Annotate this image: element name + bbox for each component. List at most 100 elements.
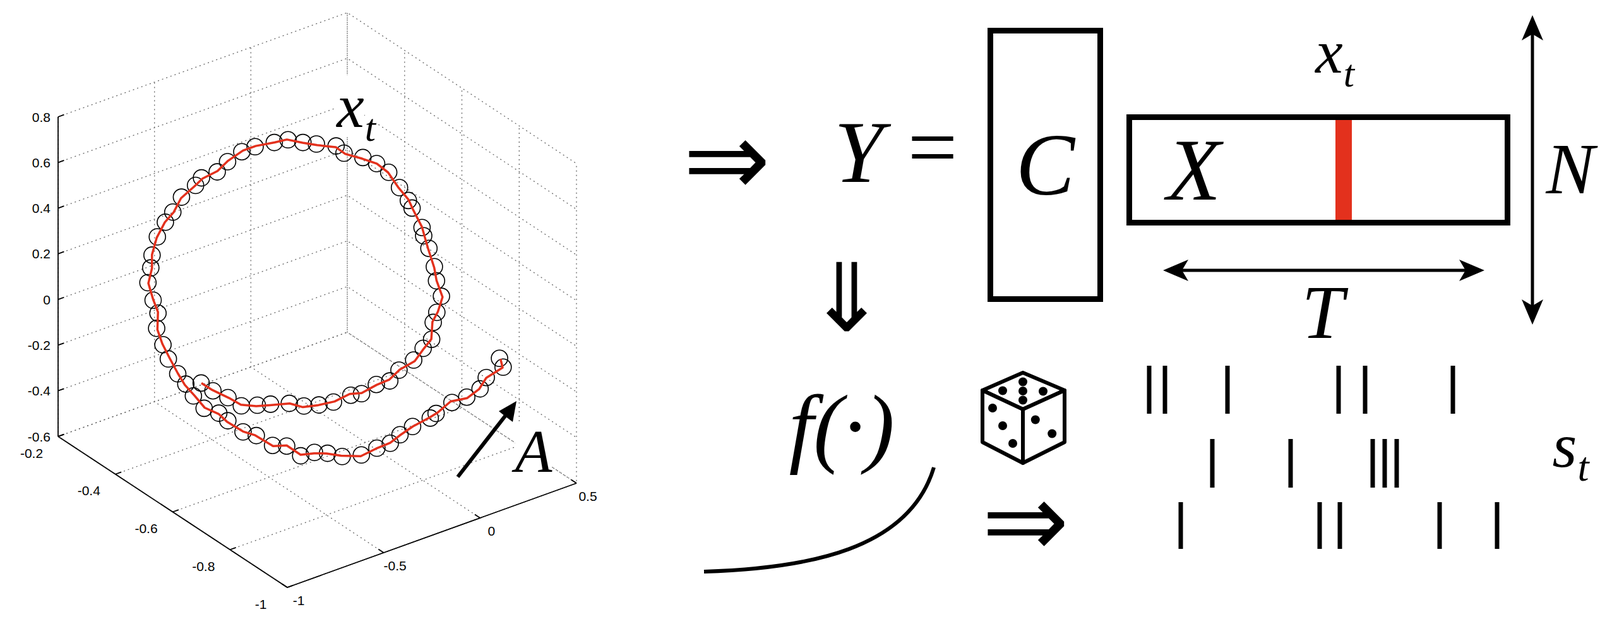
matrix-symbol: Y xyxy=(834,107,884,197)
axis-tick-label: -0.4 xyxy=(77,483,101,497)
axis-tick-label: -0.4 xyxy=(27,383,51,398)
implies-arrow: ⇒ xyxy=(981,468,1069,573)
dice-pip xyxy=(1018,395,1028,405)
spike xyxy=(1363,365,1368,414)
tick-mark xyxy=(58,297,64,300)
equals-sign: = xyxy=(907,102,958,192)
x-grid-line xyxy=(58,12,348,437)
z-grid-line xyxy=(58,58,577,209)
spike xyxy=(1178,501,1184,549)
tick-mark xyxy=(173,509,179,512)
axis-tick-label: 0 xyxy=(42,292,51,307)
tick-mark xyxy=(474,514,480,518)
dice-pip xyxy=(1018,386,1028,396)
matrix-symbol: C xyxy=(1015,120,1075,209)
x-grid-line xyxy=(287,163,577,588)
neuron-count-arrow xyxy=(1531,31,1535,309)
axis-tick-label: -0.8 xyxy=(191,559,215,573)
dimension-label: N xyxy=(1546,132,1595,206)
y-grid-line xyxy=(154,82,384,553)
spike xyxy=(1337,501,1343,549)
z-grid-line xyxy=(58,149,577,301)
spike xyxy=(1437,501,1443,549)
spike xyxy=(1495,501,1500,549)
axis-tick-label: 0.2 xyxy=(32,246,51,261)
spike xyxy=(1370,438,1376,488)
time-slice-bar xyxy=(1335,119,1352,220)
tick-mark xyxy=(58,160,64,163)
spike xyxy=(1288,438,1294,488)
axis-tick-label: -1 xyxy=(292,593,305,607)
dice-pip xyxy=(1038,387,1048,396)
tick-mark xyxy=(58,434,64,437)
axis-tick-label: 0.8 xyxy=(32,110,51,124)
tick-mark xyxy=(58,251,64,254)
axis-tick-label: -0.2 xyxy=(20,446,43,460)
tick-mark xyxy=(571,479,577,484)
subscript: t xyxy=(1577,446,1590,488)
spike xyxy=(1317,501,1323,549)
arrow-head xyxy=(1521,15,1544,41)
tick-mark xyxy=(282,584,288,588)
arrow-head xyxy=(1163,259,1189,281)
dice-icon xyxy=(982,372,1065,463)
arrow-head xyxy=(1459,259,1485,281)
spike xyxy=(1394,438,1400,488)
matrix-x-box: X xyxy=(1126,114,1511,226)
grid-lines xyxy=(58,12,577,588)
dice-pip xyxy=(998,386,1008,396)
x-axis-line xyxy=(58,436,288,588)
tick-mark xyxy=(58,205,64,208)
tick-mark xyxy=(58,342,64,345)
state-symbol: x xyxy=(336,75,365,138)
z-axis-line xyxy=(57,116,59,437)
dice-pip xyxy=(1008,438,1018,448)
nonlinearity-symbol: f(·) xyxy=(788,382,895,471)
dice-pip xyxy=(988,403,998,413)
observation-circle xyxy=(443,394,461,411)
tick-mark xyxy=(115,471,122,474)
observation-circle xyxy=(491,349,508,367)
y-grid-line xyxy=(58,116,288,588)
z-grid-line xyxy=(58,104,577,256)
matrix-c-box: C xyxy=(987,27,1104,302)
spike-symbol: s xyxy=(1552,414,1578,478)
z-grid-line xyxy=(58,286,577,438)
spike xyxy=(1147,365,1152,414)
dynamics-arrow-head xyxy=(498,400,517,422)
axis-tick-label: 0 xyxy=(488,524,496,538)
y-axis-line xyxy=(287,483,577,588)
implies-arrow: ⇒ xyxy=(683,107,771,212)
x-grid-line xyxy=(173,88,463,513)
spike xyxy=(1336,365,1342,414)
tick-mark xyxy=(58,114,64,117)
tick-mark xyxy=(229,547,236,550)
spike xyxy=(1450,365,1456,414)
tick-mark xyxy=(58,388,64,391)
dice-left-face xyxy=(982,390,1023,463)
state-symbol: x xyxy=(1315,20,1344,83)
spike xyxy=(1210,438,1215,488)
dynamics-symbol: A xyxy=(515,421,553,482)
tick-mark xyxy=(58,434,64,437)
latent-trajectory xyxy=(148,139,503,456)
tick-mark xyxy=(378,549,384,553)
nonlinearity-curve xyxy=(704,467,934,572)
z-grid-line xyxy=(58,195,577,347)
axis-tick-label: -0.6 xyxy=(27,429,51,444)
implies-arrow: ⇓ xyxy=(806,250,887,346)
axis-tick-label: -1 xyxy=(255,597,268,611)
axis-tick-label: 0.4 xyxy=(32,201,51,215)
y-grid-line xyxy=(347,12,577,484)
dice-pip xyxy=(1031,415,1040,425)
dice-pip xyxy=(1047,429,1057,439)
dice-right-face xyxy=(1022,390,1065,463)
axis-tick-label: 0.6 xyxy=(32,155,51,170)
tick-mark xyxy=(287,585,293,588)
dice-pip xyxy=(998,421,1008,430)
axis-tick-label: -0.5 xyxy=(383,558,407,573)
observation-circles xyxy=(139,131,512,465)
spike xyxy=(1382,438,1388,488)
time-length-arrow xyxy=(1179,268,1469,273)
